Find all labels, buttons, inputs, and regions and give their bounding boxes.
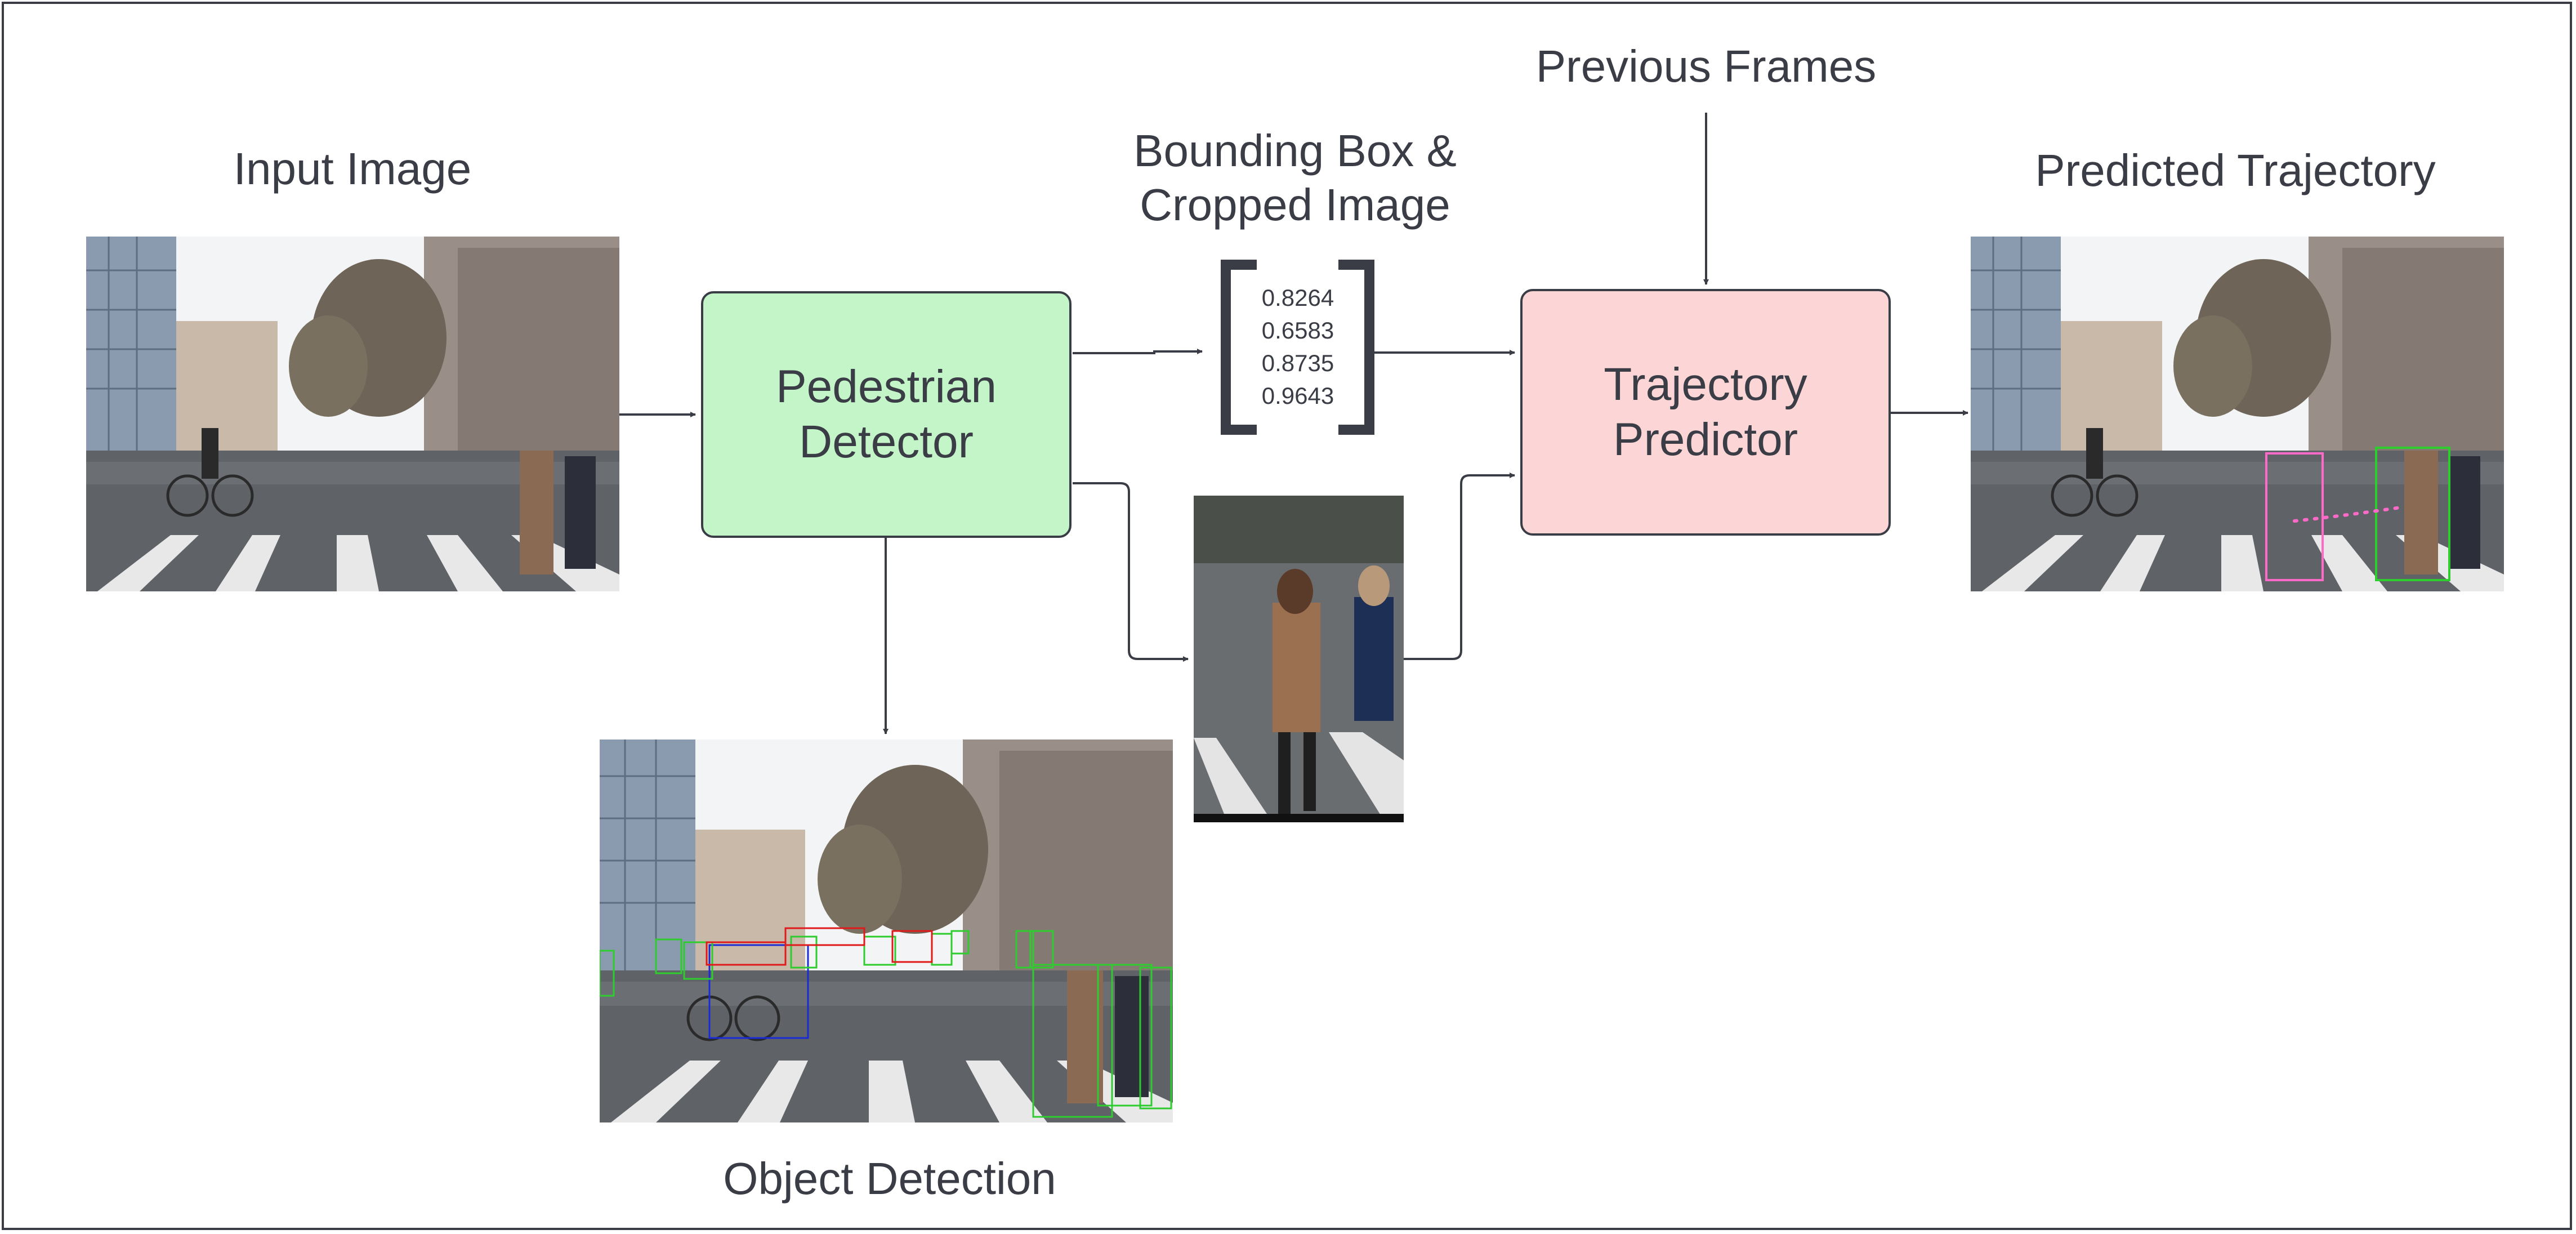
previous-frames-label: Previous Frames (1535, 41, 1877, 91)
input-image-label: Input Image (233, 144, 472, 194)
bbox-value: 0.6583 (1261, 317, 1334, 344)
predicted-trajectory-image (1971, 237, 2504, 591)
object-detection-label: Object Detection (723, 1153, 1056, 1204)
object-detection-image (600, 739, 1173, 1122)
bbox-value: 0.8264 (1261, 284, 1334, 311)
bbox-vector: 0.8264 0.6583 0.8735 0.9643 (1250, 282, 1346, 412)
trajectory-predictor-label: Trajectory Predictor (1604, 358, 1807, 465)
bracket-left (1221, 260, 1257, 435)
pedestrian-detector-label: Pedestrian Detector (775, 360, 997, 467)
arrow-detector-to-bbox (1073, 349, 1203, 354)
pedestrian-detector-node: Pedestrian Detector (701, 291, 1072, 538)
predicted-trajectory-label: Predicted Trajectory (2035, 145, 2436, 195)
arrow-crop-to-predictor (1404, 473, 1515, 660)
bbox-value: 0.8735 (1261, 350, 1334, 376)
bracket-right (1338, 260, 1374, 435)
input-image (86, 237, 619, 591)
trajectory-predictor-node: Trajectory Predictor (1520, 289, 1891, 536)
bbox-crop-label: Bounding Box & Cropped Image (1133, 126, 1457, 230)
bbox-value: 0.9643 (1261, 382, 1334, 409)
arrow-detector-to-crop (1073, 482, 1189, 662)
cropped-pedestrian-image (1194, 496, 1404, 822)
